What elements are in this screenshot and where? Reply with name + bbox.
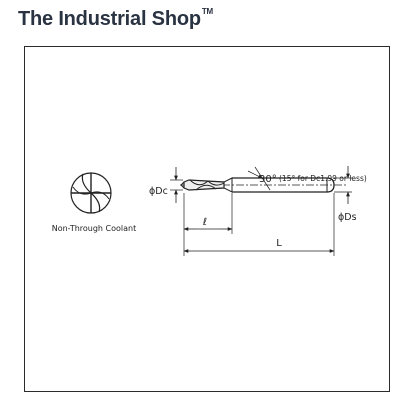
ds-label: ϕDs [338, 212, 357, 223]
side-view [180, 177, 346, 193]
brand-logo: The Industrial ShopTM [18, 7, 214, 31]
brand-name: The Industrial Shop [18, 8, 201, 30]
flute-helix-1 [189, 179, 209, 186]
end-view-flute-2 [90, 192, 101, 213]
shank [232, 177, 335, 193]
overall-length-dimension [183, 193, 335, 256]
angle-note: (15° for Dc1.99 or less) [279, 174, 367, 183]
end-view-flute-1 [81, 173, 92, 194]
angle-annotation [247, 166, 271, 191]
flute-length-label: ℓ [203, 217, 207, 228]
end-view-lip-2 [90, 191, 110, 200]
angle-label: 30° [259, 174, 277, 185]
flute-helix-3 [207, 180, 225, 186]
flute-length-dimension [183, 193, 233, 256]
ds-dimension [334, 166, 352, 204]
end-view-lip-1 [72, 186, 92, 195]
drill-point [180, 181, 185, 189]
end-view-caption: Non-Through Coolant [52, 224, 137, 233]
overall-length-label: L [276, 238, 282, 249]
flute-helix-2 [195, 184, 217, 191]
drawing-frame [24, 46, 390, 392]
dc-dimension [170, 167, 183, 203]
dc-label: ϕDc [149, 186, 168, 197]
end-view [70, 172, 112, 214]
trademark-mark: TM [201, 7, 214, 16]
